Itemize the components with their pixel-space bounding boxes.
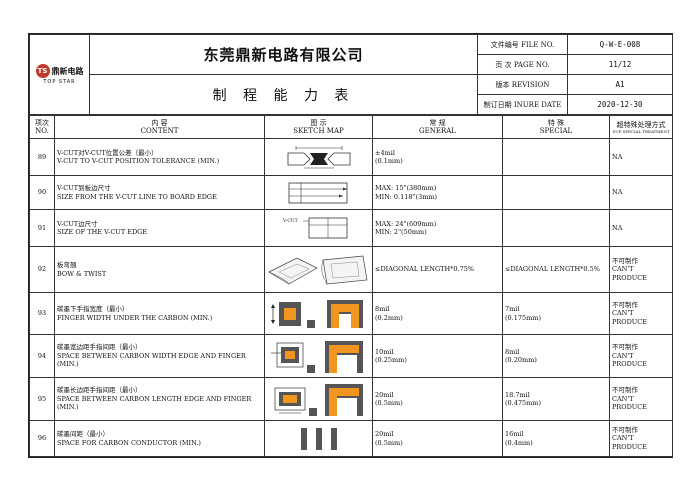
vcut-label: V-CUT [283, 219, 298, 224]
sketch-cell [264, 246, 373, 293]
meta-label: 制订日期 INURE DATE [477, 94, 568, 115]
special-value: ≤DIAGONAL LENGTH*0.5% [502, 246, 610, 293]
sketch-cell: V-CUT [264, 209, 373, 247]
meta-label: 页 次 PAGE NO. [477, 54, 568, 75]
row-content: V-CUT对V-CUT位置公差（最小）V-CUT TO V-CUT POSITI… [54, 138, 265, 176]
general-value: 20mil(0.5mm) [372, 420, 503, 457]
row-number: 93 [29, 292, 55, 335]
general-value: ±4mil(0.1mm) [372, 138, 503, 176]
row-number: 95 [29, 377, 55, 421]
company-name: 东莞鼎新电路有限公司 [89, 34, 478, 75]
general-value: 20mil(0.5mm) [372, 377, 503, 421]
meta-value: 11/12 [567, 54, 673, 75]
treatment-value: NA [609, 175, 673, 210]
meta-label: 版本 REVISION [477, 74, 568, 95]
logo-text: 鼎新电路 [51, 65, 84, 76]
row-number: 89 [29, 138, 55, 176]
process-capability-sheet: TS 鼎新电路 TOP STAR 东莞鼎新电路有限公司 文件编号 FILE NO… [28, 33, 673, 458]
bow-twist-sketch [267, 255, 367, 284]
special-value: 7mil(0.175mm) [502, 292, 610, 335]
general-value: MAX: 15"(380mm)MIN: 0.118"(3mm) [372, 175, 503, 210]
logo-mark-icon: TS [35, 64, 50, 78]
table-row: 93 碳墨下手指宽度（最小）FINGER WIDTH UNDER THE CAR… [29, 292, 673, 335]
carbon-conductor-space-sketch [300, 427, 337, 450]
table-row: 96 碳墨间距（最小）SPACE FOR CARBON CONDUCTOR (M… [29, 420, 673, 457]
special-value: 18.7mil(0.475mm) [502, 377, 610, 421]
row-content: 碳墨宽边距手指间距（最小）SPACE BETWEEN CARBON WIDTH … [54, 334, 265, 378]
logo-subtext: TOP STAR [43, 79, 76, 85]
general-value: ≤DIAGONAL LENGTH*0.75% [372, 246, 503, 293]
company-logo: TS 鼎新电路 TOP STAR [31, 64, 89, 85]
row-number: 96 [29, 420, 55, 457]
row-number: 91 [29, 209, 55, 247]
row-number: 90 [29, 175, 55, 210]
row-number: 94 [29, 334, 55, 378]
meta-value: 2020-12-30 [567, 94, 673, 115]
vcut-edge-size-sketch [302, 217, 347, 239]
meta-value: A1 [567, 74, 673, 95]
document-title: 制 程 能 力 表 [89, 74, 478, 115]
table-row: 89 V-CUT对V-CUT位置公差（最小）V-CUT TO V-CUT POS… [29, 138, 673, 176]
sketch-cell [264, 420, 373, 457]
carbon-finger-width-sketch [270, 299, 363, 328]
header-table: TS 鼎新电路 TOP STAR 东莞鼎新电路有限公司 文件编号 FILE NO… [29, 34, 673, 115]
sketch-cell [264, 175, 373, 210]
meta-value: Q-W-E-008 [567, 34, 673, 55]
treatment-value: NA [609, 209, 673, 247]
sketch-cell [264, 377, 373, 421]
sketch-cell [264, 138, 373, 176]
sketch-cell [264, 292, 373, 335]
general-value: 8mil(0.2mm) [372, 292, 503, 335]
special-value [502, 175, 610, 210]
meta-label: 文件编号 FILE NO. [477, 34, 568, 55]
sketch-cell [264, 334, 373, 378]
carbon-length-edge-sketch [274, 384, 363, 416]
row-content: 碳墨间距（最小）SPACE FOR CARBON CONDUCTOR (MIN.… [54, 420, 265, 457]
vcut-tolerance-sketch [287, 146, 350, 169]
special-value [502, 138, 610, 176]
row-content: 碳墨下手指宽度（最小）FINGER WIDTH UNDER THE CARBON… [54, 292, 265, 335]
treatment-value: NA [609, 138, 673, 176]
carbon-width-edge-sketch [270, 341, 363, 373]
special-value [502, 209, 610, 247]
row-content: 碳墨长边距手指间距（最小）SPACE BETWEEN CARBON LENGTH… [54, 377, 265, 421]
row-number: 92 [29, 246, 55, 293]
table-row: 95 碳墨长边距手指间距（最小）SPACE BETWEEN CARBON LEN… [29, 377, 673, 421]
logo-cell: TS 鼎新电路 TOP STAR [29, 34, 90, 115]
special-value: 16mil(0.4mm) [502, 420, 610, 457]
special-value: 8mil(0.20mm) [502, 334, 610, 378]
general-value: MAX: 24"(609mm)MIN: 2"(50mm) [372, 209, 503, 247]
general-value: 10mil(0.25mm) [372, 334, 503, 378]
vcut-edge-distance-sketch [288, 182, 347, 203]
table-row: 94 碳墨宽边距手指间距（最小）SPACE BETWEEN CARBON WID… [29, 334, 673, 378]
